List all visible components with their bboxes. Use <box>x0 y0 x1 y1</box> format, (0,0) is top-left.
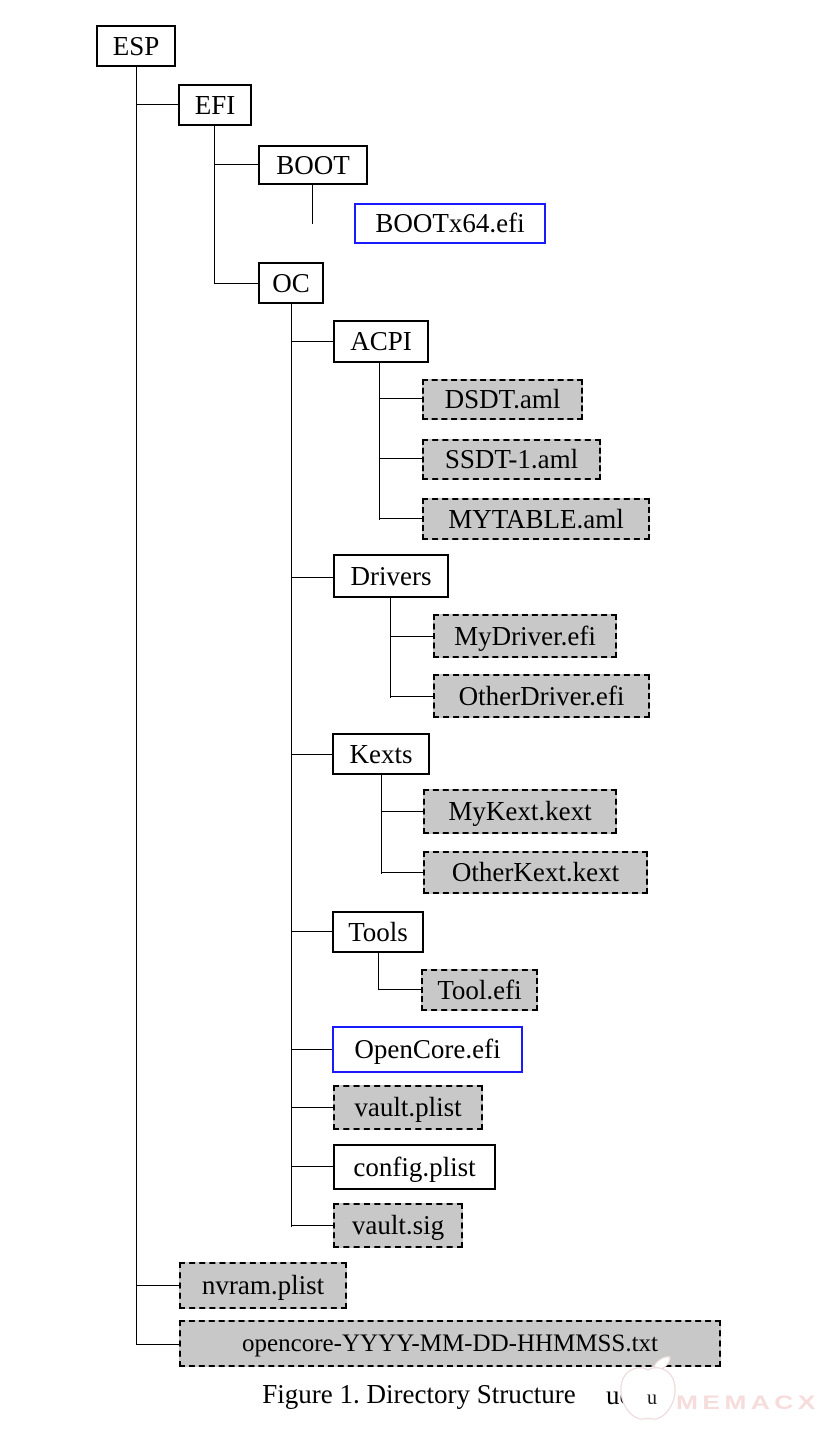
tree-node-vault-plist: vault.plist <box>333 1085 483 1130</box>
tree-connector <box>214 283 258 285</box>
tree-node-dsdt-aml: DSDT.aml <box>422 379 583 420</box>
tree-connector <box>390 696 433 698</box>
tree-node-bootx64-efi: BOOTx64.efi <box>354 203 546 244</box>
tree-connector <box>381 811 423 813</box>
tree-connector <box>379 518 422 520</box>
figure-caption: Figure 1. Directory Structure <box>262 1379 576 1409</box>
tree-node-otherdriver-efi: OtherDriver.efi <box>433 674 650 718</box>
tree-connector <box>390 596 392 698</box>
tree-connector <box>291 1225 333 1227</box>
tree-node-drivers: Drivers <box>333 554 449 598</box>
tree-node-acpi: ACPI <box>333 320 429 363</box>
tree-connector <box>291 303 293 1227</box>
tree-connector <box>214 164 258 166</box>
tree-node-opencore-log-file: opencore-YYYY-MM-DD-HHMMSS.txt <box>179 1320 721 1367</box>
tree-connector <box>291 754 332 756</box>
tree-connector <box>291 341 333 343</box>
tree-connector <box>291 931 332 933</box>
tree-connector <box>379 362 381 520</box>
tree-node-kexts: Kexts <box>332 733 430 775</box>
tree-connector <box>312 184 314 224</box>
tree-node-efi: EFI <box>178 84 252 126</box>
tree-node-tool-efi: Tool.efi <box>421 969 538 1011</box>
tree-connector <box>136 104 178 106</box>
tree-node-otherkext-kext: OtherKext.kext <box>423 851 648 894</box>
tree-connector <box>378 951 380 990</box>
tree-node-config-plist: config.plist <box>333 1144 496 1190</box>
tree-node-vault-sig: vault.sig <box>333 1203 463 1248</box>
tree-connector <box>291 577 333 579</box>
tree-connector <box>214 125 216 284</box>
tree-connector <box>291 1166 333 1168</box>
tree-node-ssdt-1-aml: SSDT-1.aml <box>422 439 601 480</box>
tree-node-nvram-plist: nvram.plist <box>179 1262 347 1309</box>
tree-node-mykext-kext: MyKext.kext <box>423 789 617 834</box>
tree-connector <box>136 1344 179 1346</box>
tree-connector <box>379 458 422 460</box>
tree-connector <box>136 1285 179 1287</box>
tree-connector <box>291 1049 332 1051</box>
tree-node-esp: ESP <box>96 25 176 67</box>
tree-node-oc: OC <box>258 262 324 304</box>
tree-connector <box>291 1107 333 1109</box>
tree-connector <box>381 774 383 874</box>
tree-node-opencore-efi: OpenCore.efi <box>332 1026 523 1073</box>
tree-connector <box>381 872 423 874</box>
apple-watermark-icon <box>620 1356 676 1420</box>
caption-obscured-speck: u <box>647 1387 657 1409</box>
tree-node-mytable-aml: MYTABLE.aml <box>422 498 650 540</box>
tree-node-tools: Tools <box>332 911 424 953</box>
tree-connector <box>378 989 421 991</box>
tree-connector <box>390 636 433 638</box>
tree-node-boot: BOOT <box>258 145 368 185</box>
tree-connector <box>379 398 422 400</box>
tree-connector <box>136 66 138 1345</box>
tree-node-mydriver-efi: MyDriver.efi <box>433 614 617 658</box>
memacx-watermark-logo: MEMACX <box>676 1392 820 1414</box>
